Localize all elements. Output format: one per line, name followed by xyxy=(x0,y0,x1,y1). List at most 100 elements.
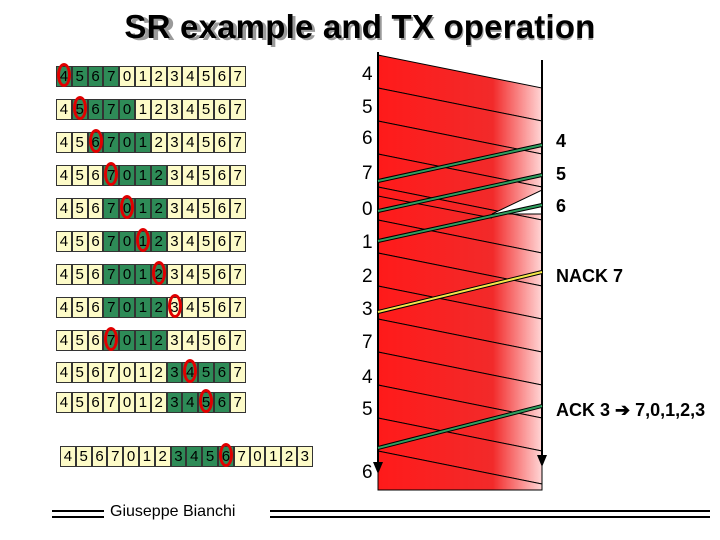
window-cell: 4 xyxy=(182,264,199,285)
window-cell: 7 xyxy=(103,362,120,383)
window-cell: 2 xyxy=(150,297,167,318)
window-cell: 1 xyxy=(134,362,151,383)
window-cell: 4 xyxy=(56,362,72,383)
window-cell: 0 xyxy=(119,231,135,252)
window-cell: 4 xyxy=(182,165,199,186)
ack-line xyxy=(377,174,543,212)
window-cell: 5 xyxy=(71,330,88,351)
window-cell: 1 xyxy=(134,132,151,153)
window-cell: 4 xyxy=(182,330,199,351)
next-seq-ring xyxy=(199,389,214,413)
window-cell: 4 xyxy=(182,231,199,252)
lost-frame-arrow xyxy=(377,195,493,219)
page-title: SR example and TX operation xyxy=(124,8,596,45)
window-cell: 7 xyxy=(103,297,120,318)
ack-label: 5 xyxy=(556,164,567,184)
ack-label: 4 xyxy=(556,131,567,151)
window-cell: 4 xyxy=(182,297,199,318)
page-title-shadow: SR example and TX operation xyxy=(129,10,595,47)
window-cell: 4 xyxy=(56,330,72,351)
window-cell: 4 xyxy=(56,297,72,318)
window-cell: 5 xyxy=(198,231,214,252)
window-cell: 1 xyxy=(134,392,151,413)
window-cell: 7 xyxy=(103,99,120,120)
window-cell: 7 xyxy=(229,362,246,383)
window-cell: 1 xyxy=(134,198,151,219)
window-cell: 3 xyxy=(296,446,313,467)
window-cell: 5 xyxy=(198,66,214,87)
window-cell: 4 xyxy=(56,132,72,153)
ack-label: 6 xyxy=(556,196,567,216)
window-cell: 3 xyxy=(166,165,183,186)
window-cell: 5 xyxy=(198,132,214,153)
window-cell: 3 xyxy=(166,392,183,413)
window-cell: 4 xyxy=(182,392,199,413)
window-cell: 0 xyxy=(119,66,135,87)
window-cell: 6 xyxy=(213,330,230,351)
window-cell: 2 xyxy=(150,66,167,87)
window-cell: 5 xyxy=(71,297,88,318)
window-cell: 2 xyxy=(150,165,167,186)
window-cell: 5 xyxy=(71,231,88,252)
window-cell: 5 xyxy=(198,297,214,318)
footer-line-left-1 xyxy=(52,510,104,512)
window-cell: 4 xyxy=(56,165,72,186)
window-cell: 3 xyxy=(166,99,183,120)
next-seq-ring xyxy=(136,228,150,252)
window-cell: 4 xyxy=(182,198,199,219)
window-cell: 2 xyxy=(281,446,297,467)
window-cell: 0 xyxy=(123,446,139,467)
window-cell: 6 xyxy=(87,165,104,186)
next-seq-ring xyxy=(183,359,198,383)
next-seq-ring xyxy=(219,443,233,467)
window-cell: 5 xyxy=(75,446,92,467)
window-cell: 4 xyxy=(56,99,72,120)
window-cell: 5 xyxy=(71,392,88,413)
window-cell: 0 xyxy=(119,99,135,120)
window-cell: 4 xyxy=(186,446,203,467)
window-cell: 6 xyxy=(213,165,230,186)
window-cell: 7 xyxy=(229,132,246,153)
window-cell: 6 xyxy=(87,66,104,87)
window-cell: 7 xyxy=(229,66,246,87)
window-cell: 6 xyxy=(213,66,230,87)
window-cell: 6 xyxy=(213,362,230,383)
window-cell: 2 xyxy=(150,198,167,219)
window-cell: 1 xyxy=(134,99,151,120)
window-cell: 4 xyxy=(56,392,72,413)
frame-number-label: 5 xyxy=(362,399,373,420)
frame-number-label: 4 xyxy=(362,367,373,388)
window-cell: 7 xyxy=(229,264,246,285)
window-cell: 6 xyxy=(87,198,104,219)
window-cell: 4 xyxy=(56,264,72,285)
frame-number-label: 7 xyxy=(362,163,373,184)
window-cell: 7 xyxy=(107,446,124,467)
window-cell: 1 xyxy=(134,330,151,351)
window-cell: 6 xyxy=(87,99,104,120)
window-cell: 5 xyxy=(71,362,88,383)
frame-number-label: 2 xyxy=(362,266,373,287)
window-cell: 7 xyxy=(229,330,246,351)
window-cell: 3 xyxy=(166,132,183,153)
next-seq-ring xyxy=(57,63,71,87)
window-cell: 6 xyxy=(213,198,230,219)
window-cell: 2 xyxy=(150,392,167,413)
window-cell: 7 xyxy=(103,264,120,285)
window-cell: 2 xyxy=(150,362,167,383)
window-cell: 0 xyxy=(119,297,135,318)
window-cell: 7 xyxy=(103,66,120,87)
window-cell: 6 xyxy=(213,392,230,413)
nack-line xyxy=(377,271,543,313)
window-cell: 6 xyxy=(87,231,104,252)
window-cell: 5 xyxy=(71,165,88,186)
window-cell: 0 xyxy=(119,330,135,351)
window-cell: 7 xyxy=(103,132,120,153)
window-cell: 5 xyxy=(198,198,214,219)
frame-parallelogram xyxy=(377,450,543,491)
window-cell: 5 xyxy=(71,264,88,285)
frame-number-label: 6 xyxy=(362,128,373,149)
